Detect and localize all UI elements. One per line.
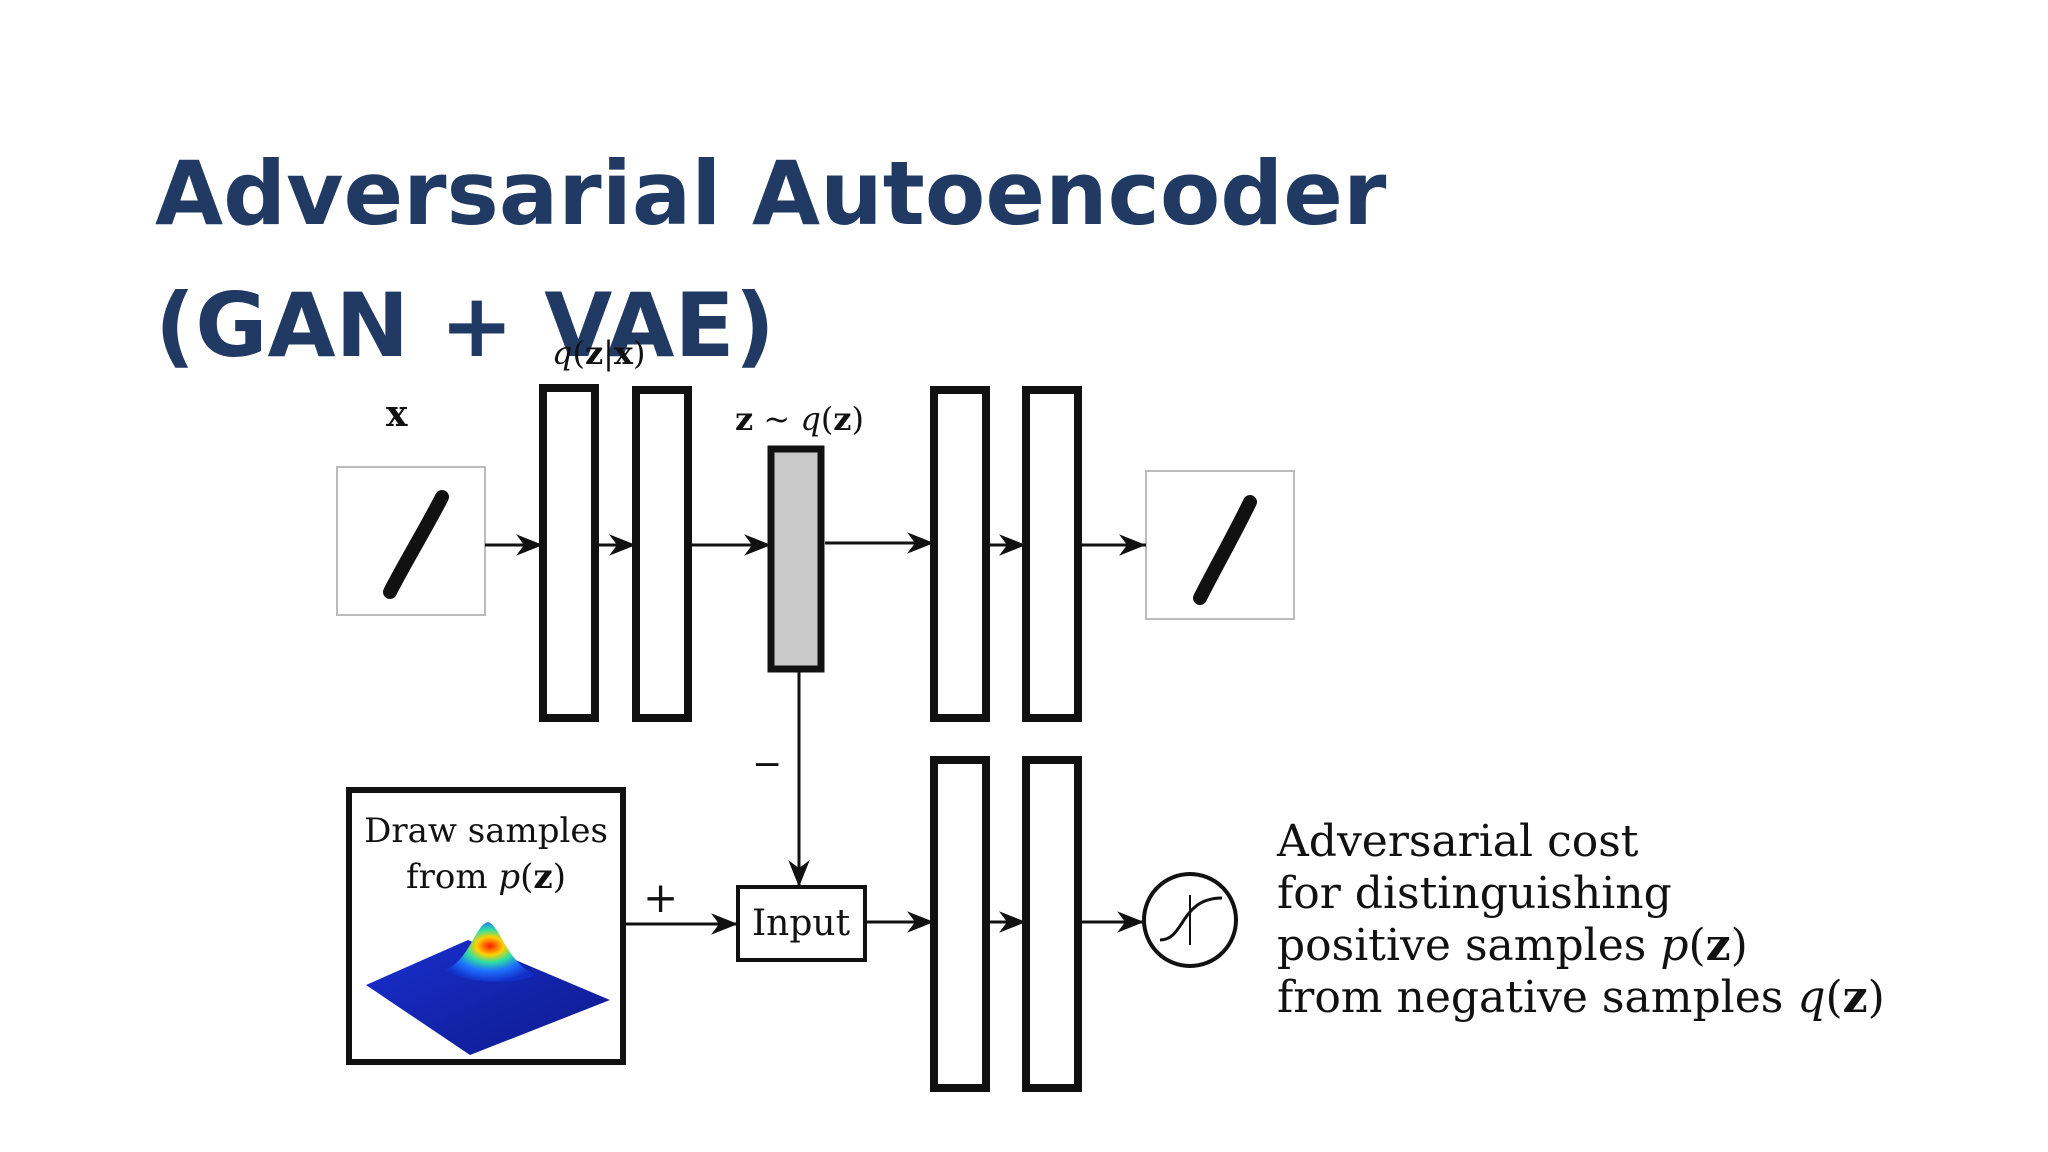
adversarial-cost-text: Adversarial cost for distinguishing posi…	[1276, 816, 1885, 1023]
cost-line-1: Adversarial cost	[1276, 816, 1639, 867]
gaussian-plot-image	[366, 922, 610, 1055]
input-digit-image	[336, 466, 486, 616]
discriminator-layer-1	[930, 756, 990, 1092]
encoder-layer-2	[632, 386, 692, 722]
decoder-layer-2	[1022, 386, 1082, 722]
sigmoid-output-node	[1142, 872, 1238, 968]
discriminator-input-node	[736, 885, 867, 962]
output-digit-image	[1145, 470, 1295, 620]
input-node-label: Input	[752, 903, 851, 944]
prior-box-line1: Draw samples	[364, 811, 608, 851]
autoencoder-arrows	[485, 532, 1146, 556]
discriminator-arrows	[623, 669, 1144, 935]
encoder-label: q(z|x)	[552, 334, 645, 372]
minus-sign: −	[752, 744, 782, 785]
encoder-layer-1	[539, 384, 599, 722]
input-label: x	[386, 393, 408, 435]
latent-label: z ~ q(z)	[735, 400, 864, 438]
cost-line-2: for distinguishing	[1277, 868, 1672, 919]
discriminator-layer-2	[1022, 756, 1082, 1092]
latent-layer	[767, 445, 825, 673]
decoder-layer-1	[930, 386, 990, 722]
prior-box-line2: from p(z)	[406, 857, 566, 897]
slide-title: Adversarial Autoencoder (GAN + VAE)	[155, 142, 1387, 377]
cost-line-3: positive samples p(z)	[1277, 920, 1748, 971]
plus-sign: +	[643, 873, 678, 922]
cost-line-4: from negative samples q(z)	[1277, 972, 1885, 1023]
